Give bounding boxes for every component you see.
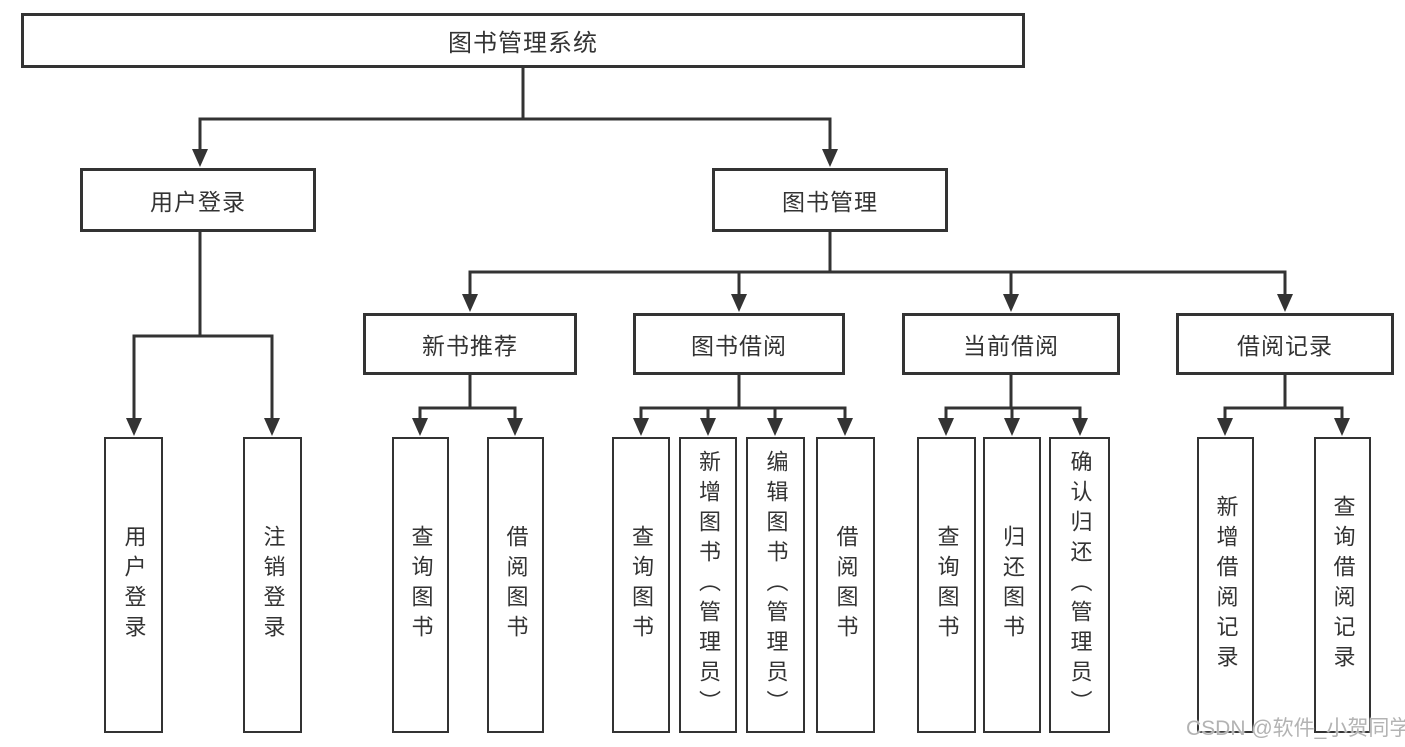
node-label: 借阅记录 (1237, 333, 1333, 359)
csdn-watermark: CSDN @软件_小贺同学 (1186, 717, 1405, 740)
node-label: 编辑图书（管理员） (763, 450, 789, 720)
leaf-query-books-recommend: 查询图书 (392, 437, 449, 733)
node-label: 归还图书 (1000, 525, 1025, 645)
node-label: 确认归还（管理员） (1067, 450, 1093, 720)
node-label: 查询图书 (934, 525, 960, 645)
leaf-return-books: 归还图书 (983, 437, 1041, 733)
node-label: 借阅图书 (833, 525, 859, 645)
node-label: 图书管理系统 (448, 30, 598, 57)
node-borrowing-records: 借阅记录 (1176, 313, 1394, 375)
node-user-login: 用户登录 (80, 168, 316, 232)
node-library-management-system: 图书管理系统 (21, 13, 1025, 68)
node-label: 查询图书 (629, 525, 654, 645)
node-label: 注销登录 (260, 525, 286, 645)
node-label: 新增图书（管理员） (696, 450, 721, 720)
leaf-query-books-current: 查询图书 (917, 437, 976, 733)
leaf-query-books-borrow: 查询图书 (612, 437, 670, 733)
node-label: 当前借阅 (963, 333, 1059, 359)
leaf-user-login: 用户登录 (104, 437, 163, 733)
node-book-management: 图书管理 (712, 168, 948, 232)
leaf-logout: 注销登录 (243, 437, 302, 733)
node-label: 用户登录 (121, 525, 147, 645)
node-label: 图书管理 (782, 189, 878, 215)
node-current-borrowing: 当前借阅 (902, 313, 1120, 375)
leaf-query-borrow-record: 查询借阅记录 (1314, 437, 1371, 733)
node-label: 查询图书 (408, 525, 434, 645)
leaf-add-books-admin: 新增图书（管理员） (679, 437, 737, 733)
leaf-borrow-books-recommend: 借阅图书 (487, 437, 544, 733)
leaf-confirm-return-admin: 确认归还（管理员） (1049, 437, 1110, 733)
node-label: 借阅图书 (503, 525, 529, 645)
node-label: 新书推荐 (422, 333, 518, 359)
leaf-edit-books-admin: 编辑图书（管理员） (746, 437, 805, 733)
node-book-borrowing: 图书借阅 (633, 313, 845, 375)
connector-stems (132, 68, 1344, 422)
leaf-add-borrow-record: 新增借阅记录 (1197, 437, 1254, 733)
node-new-book-recommendation: 新书推荐 (363, 313, 577, 375)
node-label: 新增借阅记录 (1213, 495, 1239, 675)
leaf-borrow-books: 借阅图书 (816, 437, 875, 733)
node-label: 查询借阅记录 (1330, 495, 1356, 675)
node-label: 用户登录 (150, 189, 246, 215)
node-label: 图书借阅 (691, 333, 787, 359)
